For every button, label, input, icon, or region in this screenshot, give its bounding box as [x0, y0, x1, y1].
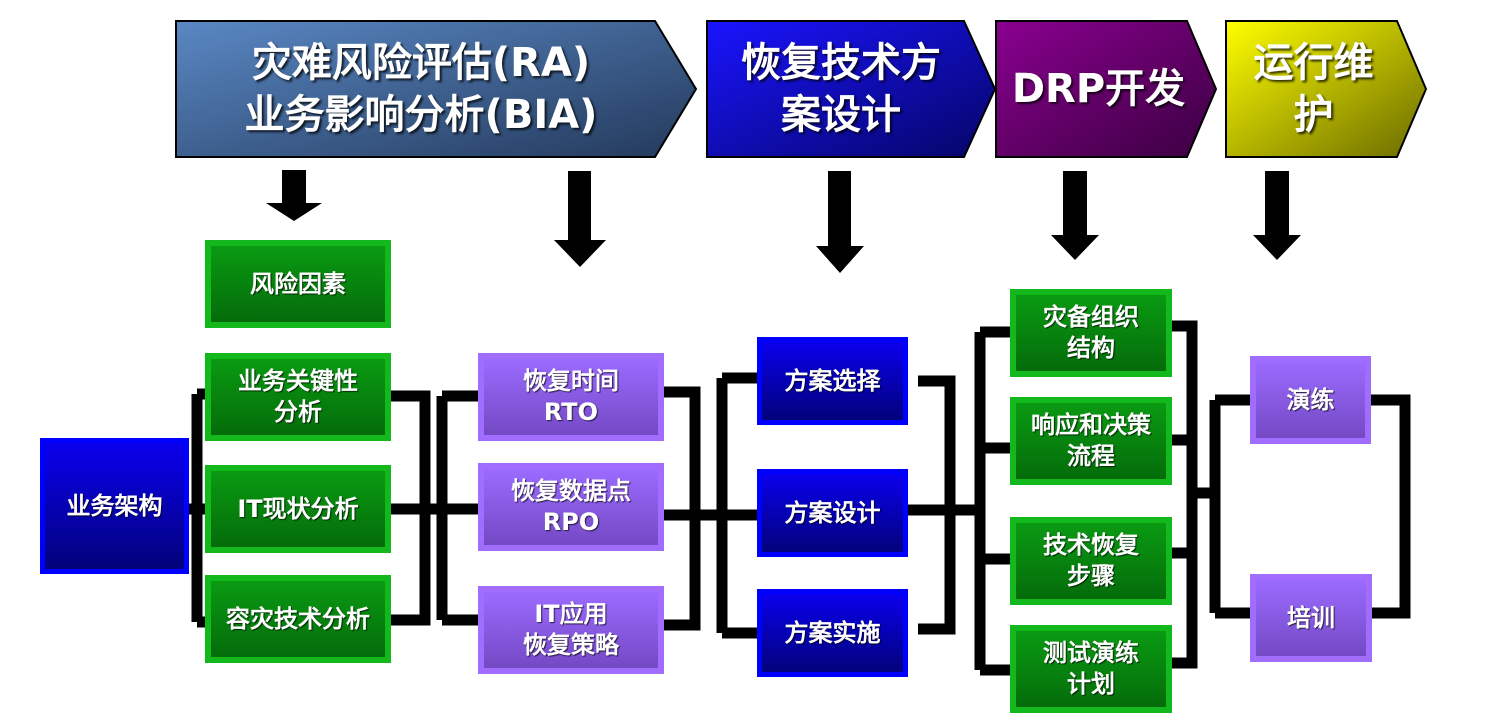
node-tech-recovery-steps: 技术恢复 步骤 — [1010, 517, 1172, 605]
node-label-line: 步骤 — [1067, 562, 1115, 590]
node-it-status-analysis: IT现状分析 — [205, 465, 391, 553]
node-label-line: RTO — [543, 398, 599, 426]
chevron-shape — [995, 20, 1218, 158]
phase-drp-development: DRP开发 — [995, 20, 1218, 158]
phase-line: 灾难风险评估(RA) — [251, 40, 591, 86]
node-business-criticality: 业务关键性 分析 — [205, 353, 391, 441]
phase-operations: 运行维 护 — [1225, 20, 1428, 158]
down-arrow-icon — [1051, 171, 1099, 260]
node-training: 培训 — [1250, 574, 1372, 662]
node-label-line: 流程 — [1067, 442, 1115, 470]
node-label: 培训 — [1287, 603, 1335, 632]
node-plan-selection: 方案选择 — [757, 337, 908, 425]
connector-analysis-to-bia — [425, 390, 480, 626]
node-label-line: 响应和决策 — [1031, 411, 1151, 439]
node-label-line: 恢复时间 — [523, 367, 619, 395]
phase-line: 业务影响分析(BIA) — [244, 92, 598, 138]
node-risk-factors: 风险因素 — [205, 240, 391, 328]
node-label-line: RPO — [542, 508, 600, 536]
phase-line: 运行维 — [1253, 40, 1374, 86]
node-label: 演练 — [1286, 385, 1335, 414]
connector-drp-merge — [1170, 320, 1198, 669]
node-label-line: 业务关键性 — [238, 367, 358, 395]
node-label: IT应用 恢复策略 — [523, 599, 619, 661]
node-label: 风险因素 — [250, 269, 346, 298]
phase-line: DRP开发 — [1011, 66, 1186, 112]
node-rto: 恢复时间 RTO — [478, 353, 664, 441]
connector-plans-merge — [905, 375, 956, 635]
node-label-line: 测试演练 — [1043, 639, 1139, 667]
node-label-line: 计划 — [1067, 670, 1115, 698]
node-business-architecture: 业务架构 — [40, 438, 189, 574]
down-arrow-icon — [816, 171, 864, 273]
connector-ops-loop — [1370, 394, 1411, 619]
node-label-line: 灾备组织 — [1043, 303, 1139, 331]
node-label: 方案实施 — [784, 618, 881, 647]
node-label: 技术恢复 步骤 — [1043, 530, 1139, 592]
down-arrow-icon — [1253, 171, 1301, 260]
phase-label-drp: DRP开发 — [1012, 63, 1200, 115]
node-label-line: 恢复数据点 — [511, 477, 631, 505]
node-drill: 演练 — [1250, 356, 1371, 444]
phase-line: 案设计 — [781, 92, 901, 138]
node-label-line: 恢复策略 — [523, 631, 619, 659]
connector-bia-to-plans — [695, 372, 760, 639]
node-label: 灾备组织 结构 — [1043, 302, 1139, 364]
node-label: 恢复时间 RTO — [523, 366, 619, 428]
node-response-process: 响应和决策 流程 — [1010, 397, 1172, 485]
node-label: 容灾技术分析 — [226, 604, 370, 633]
node-plan-design: 方案设计 — [757, 469, 908, 557]
node-label-line: IT应用 — [534, 600, 608, 628]
chevron-shape — [1225, 20, 1428, 158]
phase-label-recovery-design: 恢复技术方 案设计 — [741, 37, 961, 141]
node-plan-implementation: 方案实施 — [757, 589, 908, 677]
down-arrow-icon — [266, 170, 322, 221]
phase-line: 护 — [1293, 92, 1334, 138]
connector-drp-to-ops — [1192, 394, 1252, 619]
phase-recovery-design: 恢复技术方 案设计 — [706, 20, 997, 158]
node-label: IT现状分析 — [237, 494, 359, 523]
connector-arch-to-analysis — [189, 388, 208, 628]
phase-label-ra-bia: 灾难风险评估(RA) 业务影响分析(BIA) — [245, 37, 628, 141]
node-dr-tech-analysis: 容灾技术分析 — [205, 575, 391, 663]
node-label-line: 结构 — [1067, 334, 1115, 362]
node-rpo: 恢复数据点 RPO — [478, 463, 664, 551]
node-label: 方案选择 — [784, 366, 881, 395]
node-label-line: 技术恢复 — [1043, 531, 1139, 559]
node-label: 测试演练 计划 — [1043, 638, 1139, 700]
down-arrow-icon — [554, 171, 606, 267]
connector-bia-merge — [662, 386, 701, 631]
node-label-line: 分析 — [274, 398, 322, 426]
phase-label-operations: 运行维 护 — [1254, 37, 1399, 141]
node-test-drill-plan: 测试演练 计划 — [1010, 625, 1172, 713]
node-label: 恢复数据点 RPO — [511, 476, 631, 538]
chevron-shape — [706, 20, 997, 158]
node-label: 业务关键性 分析 — [238, 366, 358, 428]
node-dr-organization: 灾备组织 结构 — [1010, 289, 1172, 377]
phase-line: 恢复技术方 — [741, 40, 941, 86]
phase-ra-bia: 灾难风险评估(RA) 业务影响分析(BIA) — [175, 20, 698, 158]
node-label: 业务架构 — [66, 491, 163, 520]
chevron-shape — [175, 20, 698, 158]
node-it-recovery-strategy: IT应用 恢复策略 — [478, 586, 664, 674]
connector-analysis-merge — [390, 390, 431, 626]
node-label: 响应和决策 流程 — [1031, 410, 1151, 472]
node-label: 方案设计 — [784, 498, 881, 527]
connector-plans-to-drp — [950, 326, 1012, 676]
